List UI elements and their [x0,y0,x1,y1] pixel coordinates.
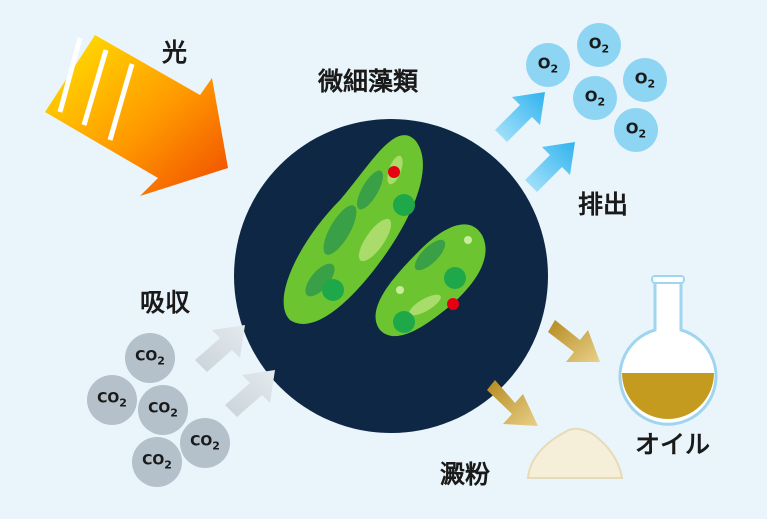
oil-flask-icon [618,275,718,426]
o2-molecule: O2 [625,119,647,141]
co2-molecule: CO2 [135,348,165,368]
absorption-arrows [195,325,275,417]
microalgae-circle [234,119,548,433]
emission-arrows [495,92,575,192]
microalgae-label: 微細藻類 [318,67,419,96]
absorption-label: 吸収 [140,288,191,317]
o2-molecule: O2 [634,69,656,91]
o2-bubbles [526,23,667,152]
starch-pile-icon [526,427,624,479]
co2-molecule: CO2 [148,400,178,420]
oil-label: オイル [635,430,711,459]
algae-cell-small [375,224,486,337]
light-label: 光 [162,38,188,67]
algae-cell-large [283,135,423,324]
output-arrows [487,320,600,426]
emission-label: 排出 [578,190,629,219]
co2-molecule: CO2 [142,452,172,472]
co2-bubbles [87,333,230,487]
starch-label: 澱粉 [440,460,491,489]
co2-molecule: CO2 [97,390,127,410]
o2-molecule: O2 [588,34,610,56]
o2-molecule: O2 [584,87,606,109]
o2-molecule: O2 [537,54,559,76]
light-arrow [45,35,228,196]
co2-molecule: CO2 [190,433,220,453]
